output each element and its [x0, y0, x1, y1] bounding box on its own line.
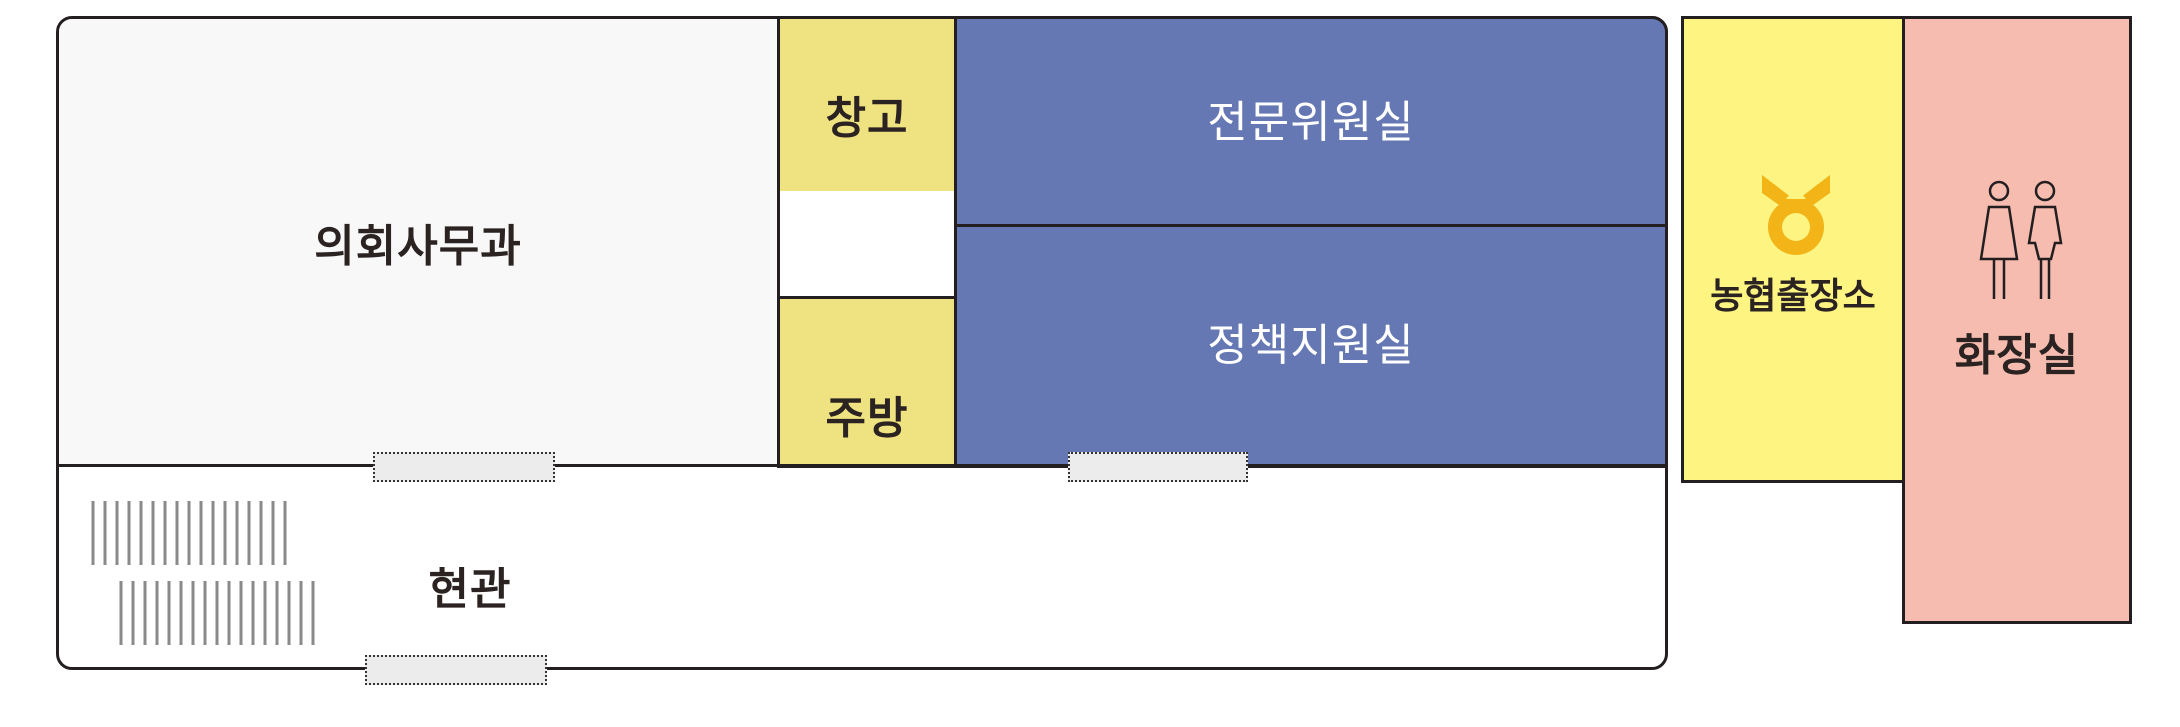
- room-policy-support[interactable]: 정책지원실: [954, 224, 1668, 468]
- room-storage[interactable]: 창고: [777, 16, 957, 194]
- nonghyup-label-wrap: 농협출장소: [1684, 267, 1902, 319]
- room-storage-label: 창고: [825, 93, 909, 144]
- stairs-lower-icon: [119, 581, 315, 645]
- room-nonghyup-branch-label: 농협출장소: [1710, 276, 1876, 317]
- door-council-office[interactable]: [373, 452, 555, 482]
- door-main-entrance[interactable]: [365, 655, 547, 685]
- room-kitchen[interactable]: 주방: [777, 296, 957, 468]
- room-expert-committee[interactable]: 전문위원실: [954, 16, 1668, 227]
- room-council-office-label: 의회사무과: [314, 221, 522, 272]
- divider-line: [56, 464, 1668, 467]
- room-expert-committee-label: 전문위원실: [1207, 96, 1415, 148]
- door-policy-support[interactable]: [1068, 452, 1248, 482]
- nonghyup-emblem-icon: [1762, 175, 1830, 255]
- corridor-gap: [777, 191, 957, 299]
- room-restroom[interactable]: 화장실: [1902, 16, 2132, 624]
- restroom-people-icon: [1979, 180, 2063, 299]
- room-nonghyup-branch[interactable]: 농협출장소: [1681, 16, 1905, 483]
- restroom-label-wrap: 화장실: [1905, 319, 2129, 383]
- room-entrance-label: 현관: [428, 564, 512, 615]
- room-council-office[interactable]: 의회사무과: [59, 19, 777, 465]
- room-kitchen-label: 주방: [825, 393, 909, 444]
- room-entrance[interactable]: 현관: [340, 545, 600, 625]
- room-policy-support-label: 정책지원실: [1207, 320, 1415, 371]
- room-restroom-label: 화장실: [1954, 330, 2080, 381]
- stairs-upper-icon: [91, 501, 287, 565]
